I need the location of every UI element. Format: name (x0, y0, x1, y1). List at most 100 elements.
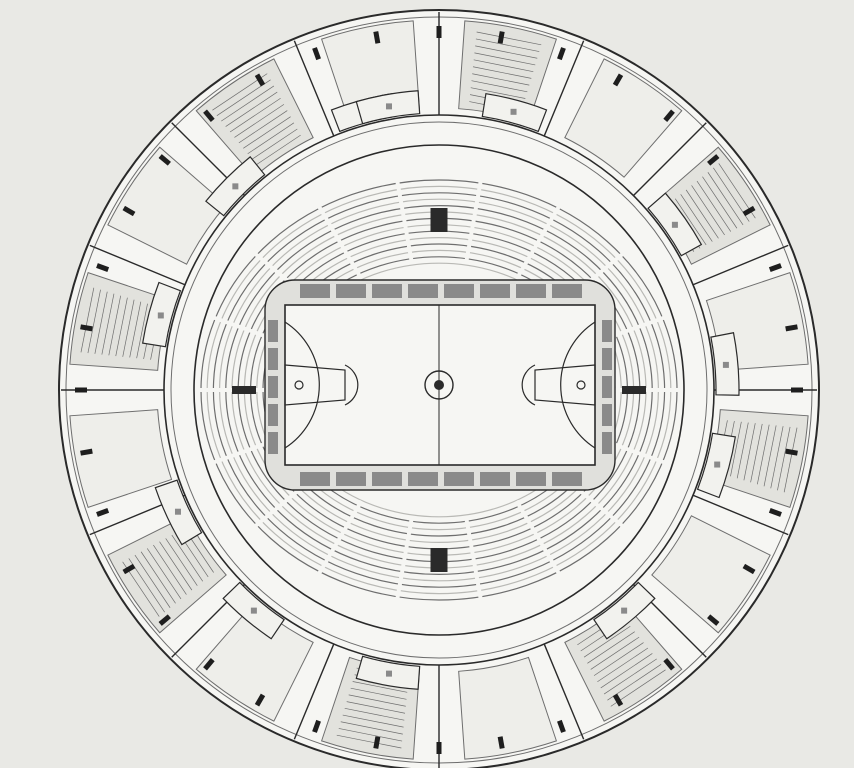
center-spot (434, 380, 444, 390)
pier (122, 563, 136, 575)
radial-wall (293, 643, 335, 740)
stair-tread (590, 636, 640, 670)
bay (651, 515, 771, 634)
floor-seat-block (480, 284, 510, 298)
floor-seat-block (268, 320, 278, 342)
stair-tread (346, 701, 406, 714)
floor-seat-block (268, 376, 278, 398)
pier (663, 109, 675, 122)
stair-tread (475, 38, 540, 52)
basket (294, 380, 304, 390)
seating-stands (199, 179, 679, 601)
floor-seat-block (300, 472, 330, 486)
stair-tread (352, 681, 408, 693)
pier (158, 154, 171, 166)
stair-tread (587, 631, 635, 664)
stair-tread (129, 301, 142, 358)
stair-tread (146, 548, 182, 600)
room-fixture (714, 461, 721, 468)
aisle (317, 205, 364, 281)
concourse-line (170, 121, 708, 659)
radial-wall (293, 40, 335, 137)
room-fixture (250, 607, 257, 614)
floor-seat-block (444, 472, 474, 486)
outer-ring-bays (61, 12, 817, 768)
pier (612, 73, 624, 87)
aisle (514, 499, 561, 575)
stair-tread (777, 426, 791, 491)
pier (373, 736, 381, 749)
stair-tread (348, 694, 406, 707)
pier (436, 742, 442, 754)
floor-seat-block (372, 284, 402, 298)
stair-tread (471, 80, 528, 93)
stair-tread (350, 687, 407, 700)
facade-piers (75, 26, 803, 754)
stair-tread (229, 97, 281, 133)
floor-seat-block (516, 472, 546, 486)
pier (436, 26, 442, 38)
pier (612, 693, 624, 707)
floor-seat-block (602, 376, 612, 398)
floor-seat-block (602, 432, 612, 454)
floor-seat-block (300, 284, 330, 298)
stair-tread (243, 116, 291, 149)
pier (768, 508, 782, 517)
room-fixture (621, 607, 628, 614)
floor-seat-block (408, 472, 438, 486)
pier (785, 448, 798, 456)
aisle (395, 515, 415, 600)
vomitory (430, 548, 448, 572)
floor-seat-block (372, 472, 402, 486)
stair-tread (122, 299, 135, 357)
pier (742, 563, 756, 575)
pier (768, 263, 782, 272)
aisle (463, 180, 483, 265)
room-fixture (385, 670, 392, 677)
radial-wall (543, 40, 585, 137)
stair-tread (680, 194, 713, 242)
stair-tread (600, 653, 653, 689)
three-point-arc (560, 321, 596, 449)
floor-seat-block (480, 472, 510, 486)
stair-tread (470, 87, 526, 99)
pier (557, 719, 566, 733)
vomitory (622, 386, 646, 394)
room-fixture (157, 312, 164, 319)
stair-tread (476, 31, 542, 46)
stair-tread (702, 176, 738, 229)
pier (557, 47, 566, 61)
floor-seat-block (552, 284, 582, 298)
stair-tread (474, 52, 536, 66)
floor-seat-block (336, 472, 366, 486)
pier (80, 448, 93, 456)
stair-tread (475, 45, 538, 59)
vomitory (232, 386, 256, 394)
stair-tread (743, 423, 756, 481)
stair-tread (153, 544, 187, 595)
stair-tread (87, 289, 101, 354)
stair-tread (136, 303, 148, 359)
free-throw-lane (284, 364, 346, 406)
pier (158, 614, 171, 626)
center-circle (424, 370, 454, 400)
pier (75, 387, 87, 393)
aisle (395, 180, 415, 265)
floor-seat-block (602, 348, 612, 370)
stair-tread (756, 424, 770, 485)
stair-tread (593, 642, 644, 676)
stair-tread (603, 658, 657, 695)
stair-tread (225, 91, 278, 127)
stair-tread (340, 721, 403, 735)
stair-tread (750, 423, 763, 483)
pier (80, 324, 93, 332)
radial-wall (543, 643, 585, 740)
room-fixture (232, 183, 239, 190)
vomitory (430, 208, 448, 232)
stair-tread (171, 534, 204, 582)
pier (663, 658, 675, 671)
stair-tread (140, 551, 176, 604)
stair-tread (763, 425, 777, 487)
